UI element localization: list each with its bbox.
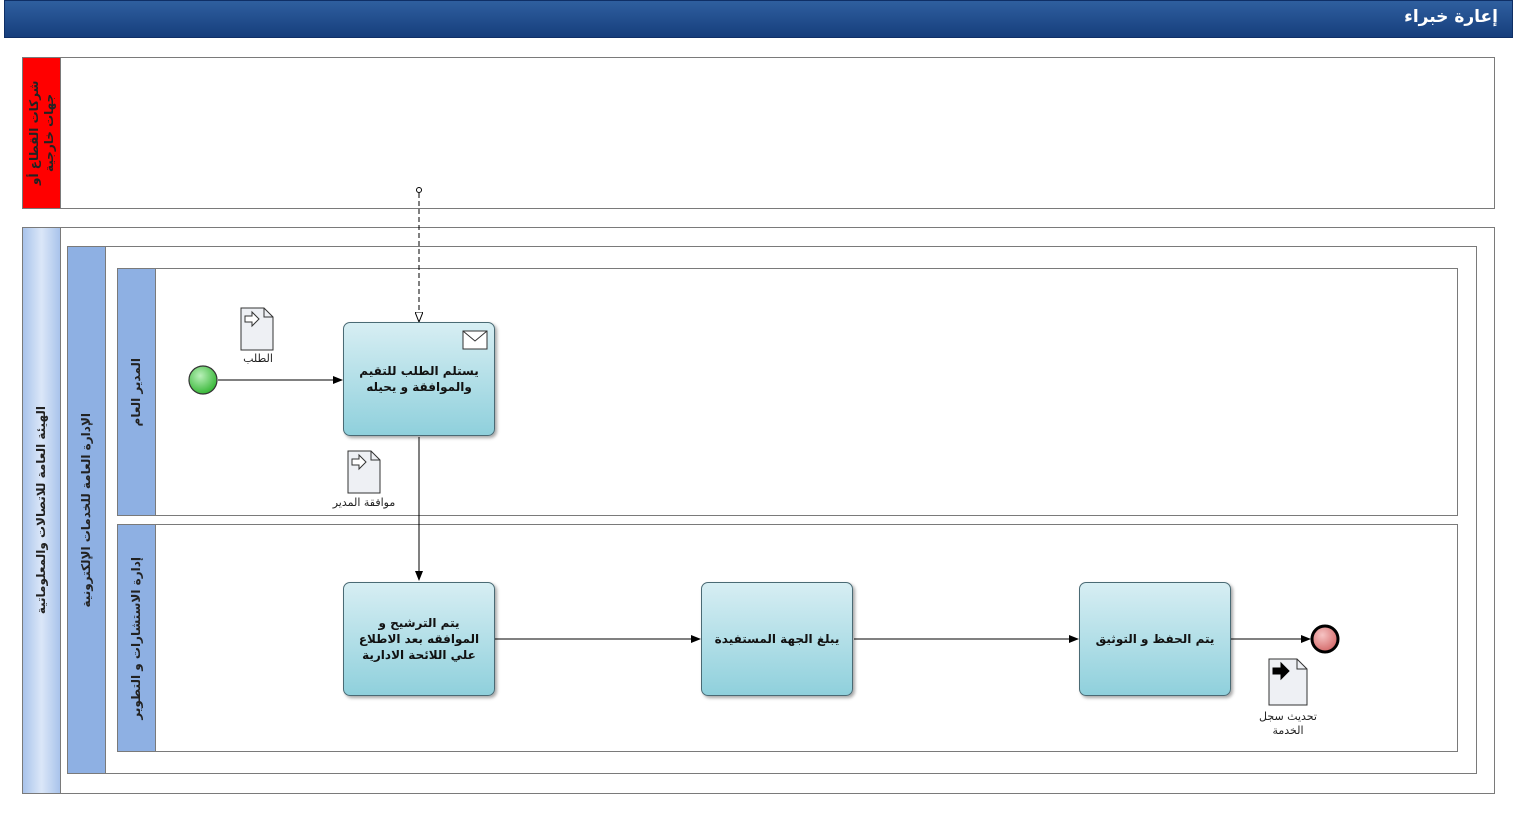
task-receive[interactable]: يستلم الطلب للتقيم والموافقة و يحيله	[343, 322, 495, 436]
task-notify-label: يبلغ الجهة المستفيدة	[714, 632, 840, 646]
pool-external-header: شركات القطاع أو جهات خارجية	[23, 58, 61, 208]
department-header: الإدارة العامة للخدمات الإلكترونية	[68, 247, 106, 773]
diagram-title: إعارة خبراء	[1404, 7, 1498, 27]
task-receive-label: يستلم الطلب للتقيم والموافقة و يحيله	[359, 364, 479, 394]
lane-director: المدير العام	[117, 268, 1458, 516]
lane-director-header: المدير العام	[118, 269, 156, 515]
message-flow	[417, 187, 422, 322]
task-archive-label: يتم الحفظ و التوثيق	[1095, 632, 1215, 646]
task-notify[interactable]: يبلغ الجهة المستفيدة	[701, 582, 853, 696]
task-archive[interactable]: يتم الحفظ و التوثيق	[1079, 582, 1231, 696]
data-input-icon	[240, 307, 274, 351]
pool-external: شركات القطاع أو جهات خارجية	[22, 57, 1495, 209]
task-nominate-label: يتم الترشيح و الموافقه بعد الاطلاع علي ا…	[358, 616, 480, 662]
lane-consulting-header: إدارة الاستشارات و التطوير	[118, 525, 156, 751]
data-input-icon	[347, 450, 381, 494]
pool-authority-header: الهيئة العامة للاتصالات والمعلوماتية	[23, 228, 61, 793]
task-nominate[interactable]: يتم الترشيح و الموافقه بعد الاطلاع علي ا…	[343, 582, 495, 696]
title-bar: إعارة خبراء	[4, 0, 1513, 38]
data-output-icon	[1268, 658, 1308, 706]
doc-request-label: الطلب	[243, 352, 273, 365]
doc-update-label: تحديث سجل الخدمة	[1259, 710, 1317, 737]
doc-approval-label: موافقة المدير	[332, 496, 396, 509]
envelope-icon	[462, 330, 488, 350]
